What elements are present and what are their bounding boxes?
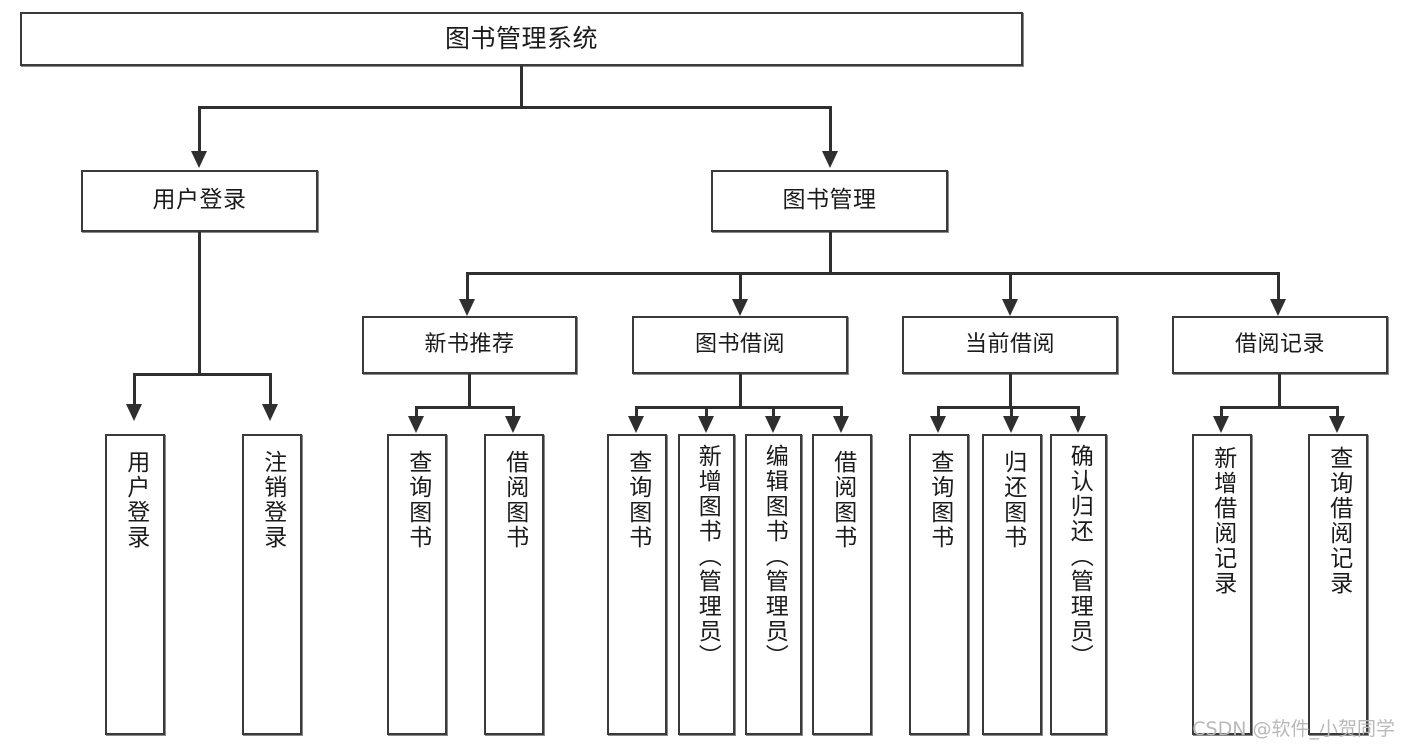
node-label: 确认归还（管理员） xyxy=(1066,444,1093,669)
node-leaf-edit-book-admin[interactable]: 编辑图书（管理员） xyxy=(745,434,802,735)
connector-user-login-bus xyxy=(133,373,271,376)
node-user-login[interactable]: 用户登录 xyxy=(81,170,318,232)
connector-root-drop-right xyxy=(829,106,832,153)
connector-br-drop-2 xyxy=(1336,406,1339,418)
arrow-to-leaf-add-borrow-record xyxy=(1213,416,1229,433)
connector-lvl3-drop-4 xyxy=(1277,272,1280,301)
arrow-to-leaf-return-book xyxy=(1003,416,1019,433)
node-book-manage[interactable]: 图书管理 xyxy=(711,170,948,232)
connector-br-bus xyxy=(1220,406,1338,409)
node-leaf-borrow-book-2[interactable]: 借阅图书 xyxy=(812,434,872,735)
node-label: 借阅图书 xyxy=(829,450,856,550)
node-label: 当前借阅 xyxy=(964,332,1055,358)
connector-cb-stem xyxy=(1009,374,1012,406)
node-label: 借阅记录 xyxy=(1234,332,1325,358)
connector-bb-drop-4 xyxy=(840,406,843,418)
arrow-to-user-login xyxy=(191,151,207,168)
arrow-to-leaf-user-login xyxy=(126,404,142,421)
connector-bb-drop-2 xyxy=(705,406,708,418)
connector-cb-drop-2 xyxy=(1010,406,1013,418)
node-book-borrow[interactable]: 图书借阅 xyxy=(632,316,848,374)
arrow-to-leaf-query-book-3 xyxy=(930,416,946,433)
connector-root-bus xyxy=(198,106,832,109)
arrow-to-leaf-query-book-2 xyxy=(628,416,644,433)
arrow-to-borrow-record xyxy=(1270,299,1286,316)
arrow-to-current-borrow xyxy=(1002,299,1018,316)
arrow-to-leaf-borrow-book-1 xyxy=(505,416,521,433)
node-leaf-return-book[interactable]: 归还图书 xyxy=(982,434,1042,735)
arrow-to-book-borrow xyxy=(732,299,748,316)
node-label: 归还图书 xyxy=(999,450,1026,550)
arrow-to-leaf-borrow-book-2 xyxy=(833,416,849,433)
node-leaf-user-logout[interactable]: 注销登录 xyxy=(242,434,302,735)
connector-cb-bus xyxy=(937,406,1079,409)
arrow-to-leaf-user-logout xyxy=(262,404,278,421)
connector-bb-bus xyxy=(635,406,843,409)
node-label: 新增图书（管理员） xyxy=(694,444,721,669)
connector-book-manage-stem xyxy=(829,232,832,272)
node-label: 查询图书 xyxy=(624,450,651,550)
node-label: 查询图书 xyxy=(404,450,431,550)
connector-lvl3-drop-1 xyxy=(466,272,469,301)
connector-book-manage-bus xyxy=(466,272,1280,275)
arrow-to-book-manage xyxy=(822,151,838,168)
connector-cb-drop-3 xyxy=(1077,406,1080,418)
node-label: 新书推荐 xyxy=(424,332,515,358)
node-leaf-query-borrow-record[interactable]: 查询借阅记录 xyxy=(1308,434,1368,735)
arrow-to-leaf-query-book-1 xyxy=(408,416,424,433)
connector-nbr-stem xyxy=(468,374,471,406)
node-current-borrow[interactable]: 当前借阅 xyxy=(902,316,1118,374)
connector-br-stem xyxy=(1278,374,1281,406)
arrow-to-leaf-query-borrow-record xyxy=(1329,416,1345,433)
node-leaf-add-borrow-record[interactable]: 新增借阅记录 xyxy=(1192,434,1252,735)
arrow-to-new-book-recommend xyxy=(459,299,475,316)
node-new-book-recommend[interactable]: 新书推荐 xyxy=(362,316,577,374)
node-borrow-record[interactable]: 借阅记录 xyxy=(1172,316,1388,374)
node-leaf-borrow-book-1[interactable]: 借阅图书 xyxy=(484,434,544,735)
node-label: 注销登录 xyxy=(259,450,286,550)
node-leaf-query-book-2[interactable]: 查询图书 xyxy=(607,434,667,735)
connector-user-login-stem xyxy=(198,232,201,373)
node-label: 查询图书 xyxy=(926,450,953,550)
arrow-to-leaf-edit-book-admin xyxy=(765,416,781,433)
connector-cb-drop-1 xyxy=(937,406,940,418)
connector-lvl3-drop-2 xyxy=(739,272,742,301)
node-label: 借阅图书 xyxy=(501,450,528,550)
arrow-to-leaf-add-book-admin xyxy=(698,416,714,433)
node-leaf-add-book-admin[interactable]: 新增图书（管理员） xyxy=(678,434,735,735)
connector-nbr-bus xyxy=(415,406,515,409)
node-label: 用户登录 xyxy=(122,450,149,550)
node-leaf-user-login[interactable]: 用户登录 xyxy=(105,434,165,735)
connector-user-login-drop-2 xyxy=(269,373,272,406)
connector-root-stem xyxy=(520,66,523,106)
node-leaf-query-book-1[interactable]: 查询图书 xyxy=(387,434,447,735)
arrow-to-leaf-confirm-return-admin xyxy=(1070,416,1086,433)
node-label: 图书管理系统 xyxy=(444,24,598,54)
node-root-book-management-system[interactable]: 图书管理系统 xyxy=(20,12,1023,66)
connector-nbr-drop-1 xyxy=(415,406,418,418)
node-label: 图书借阅 xyxy=(694,332,785,358)
node-leaf-confirm-return-admin[interactable]: 确认归还（管理员） xyxy=(1050,434,1107,735)
node-leaf-query-book-3[interactable]: 查询图书 xyxy=(909,434,969,735)
connector-bb-drop-1 xyxy=(635,406,638,418)
connector-lvl3-drop-3 xyxy=(1009,272,1012,301)
connector-root-drop-left xyxy=(198,106,201,153)
node-label: 新增借阅记录 xyxy=(1209,446,1236,596)
node-label: 编辑图书（管理员） xyxy=(761,444,788,669)
connector-bb-stem xyxy=(739,374,742,406)
connector-nbr-drop-2 xyxy=(512,406,515,418)
node-label: 图书管理 xyxy=(782,187,877,214)
node-label: 查询借阅记录 xyxy=(1325,446,1352,596)
node-label: 用户登录 xyxy=(152,187,247,214)
connector-br-drop-1 xyxy=(1220,406,1223,418)
connector-user-login-drop-1 xyxy=(133,373,136,406)
connector-bb-drop-3 xyxy=(772,406,775,418)
